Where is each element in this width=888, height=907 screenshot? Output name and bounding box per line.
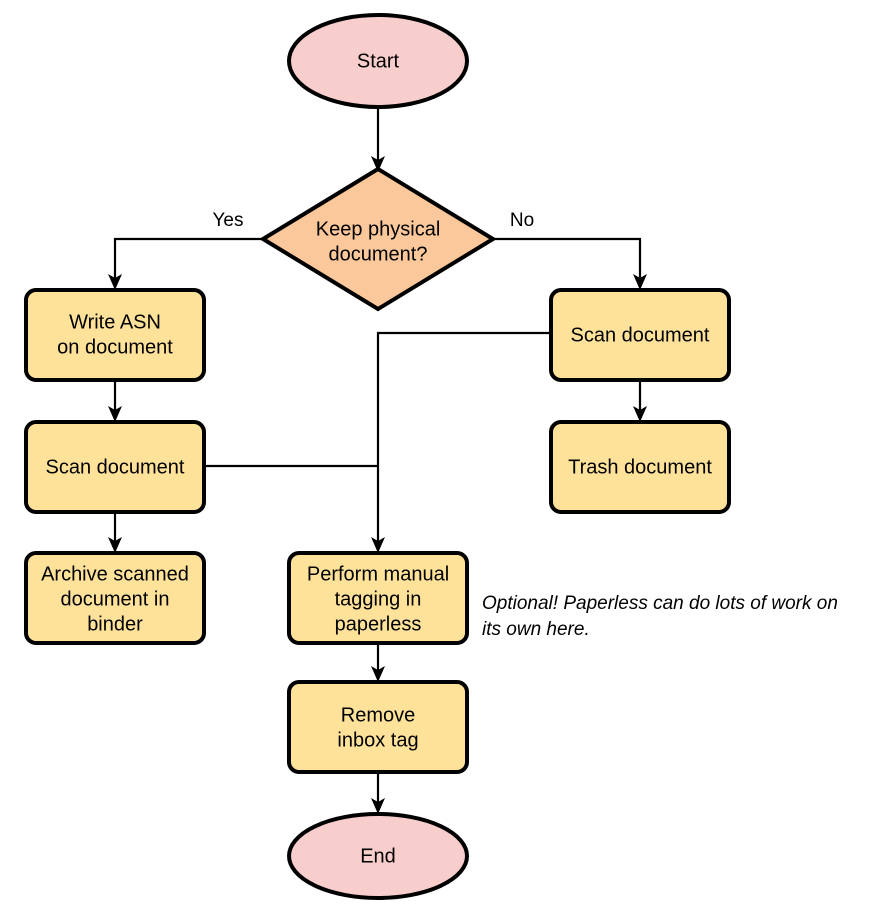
decision-diamond-shape[interactable] <box>259 166 497 312</box>
arrowhead-icon <box>371 798 385 814</box>
edge-line <box>493 237 642 278</box>
node-end[interactable]: End <box>287 812 469 900</box>
edge-write-asn-to-scan-left <box>108 380 122 422</box>
edge-line <box>376 331 551 541</box>
arrowhead-icon <box>633 274 647 290</box>
tagging-label-line2: tagging in <box>335 588 422 610</box>
edge-decision-no-to-scan-right: No <box>493 210 647 290</box>
remove-inbox-label-line1: Remove <box>341 704 415 726</box>
archive-label-line2: document in <box>61 588 170 610</box>
end-terminator-shape[interactable] <box>287 812 469 900</box>
node-scan-document-left[interactable]: Scan document <box>24 420 206 514</box>
node-perform-manual-tagging[interactable]: Perform manual tagging in paperless <box>287 551 469 645</box>
write-asn-box-shape[interactable] <box>24 288 206 382</box>
tagging-label-line1: Perform manual <box>307 563 449 585</box>
edge-scan-left-to-archive <box>108 512 122 553</box>
remove-inbox-label-line2: inbox tag <box>337 729 418 751</box>
archive-label-line1: Archive scanned <box>41 563 189 585</box>
node-decision-keep-physical-document[interactable]: Keep physical document? <box>259 166 497 312</box>
archive-box-shape[interactable] <box>24 551 206 645</box>
trash-label: Trash document <box>568 456 712 478</box>
edge-remove-inbox-to-end <box>371 772 385 814</box>
arrowhead-icon <box>371 156 385 172</box>
scan-right-label: Scan document <box>571 324 710 346</box>
edge-scan-right-to-trash <box>633 380 647 422</box>
scan-left-label: Scan document <box>46 456 185 478</box>
arrowhead-icon <box>108 274 122 290</box>
tagging-box-shape[interactable] <box>287 551 469 645</box>
edge-line <box>113 237 263 278</box>
trash-box-shape[interactable] <box>549 420 731 514</box>
optional-note-line2: its own here. <box>482 619 590 640</box>
archive-label-line3: binder <box>87 613 143 635</box>
node-start[interactable]: Start <box>287 13 469 109</box>
remove-inbox-box-shape[interactable] <box>287 680 469 774</box>
node-scan-document-right[interactable]: Scan document <box>549 288 731 382</box>
node-write-asn[interactable]: Write ASN on document <box>24 288 206 382</box>
scan-right-box-shape[interactable] <box>549 288 731 382</box>
scan-left-box-shape[interactable] <box>24 420 206 514</box>
node-remove-inbox-tag[interactable]: Remove inbox tag <box>287 680 469 774</box>
arrowhead-icon <box>633 406 647 422</box>
write-asn-label-line1: Write ASN <box>69 311 161 333</box>
node-archive-scanned-document[interactable]: Archive scanned document in binder <box>24 551 206 645</box>
end-label: End <box>360 845 396 867</box>
start-terminator-shape[interactable] <box>287 13 469 109</box>
node-trash-document[interactable]: Trash document <box>549 420 731 514</box>
edge-scan-right-to-tagging <box>371 331 551 553</box>
edge-decision-yes-to-write-asn: Yes <box>108 210 263 290</box>
optional-note-line1: Optional! Paperless can do lots of work … <box>482 593 838 614</box>
arrowhead-icon <box>108 406 122 422</box>
decision-label-line2: document? <box>329 243 428 265</box>
edge-tagging-to-remove-inbox <box>371 643 385 682</box>
edge-label-yes: Yes <box>213 210 244 231</box>
edge-start-to-decision <box>371 107 385 172</box>
arrowhead-icon <box>371 666 385 682</box>
annotation-optional-note: Optional! Paperless can do lots of work … <box>482 593 838 640</box>
tagging-label-line3: paperless <box>335 613 422 635</box>
write-asn-label-line2: on document <box>57 336 173 358</box>
arrowhead-icon <box>371 537 385 553</box>
decision-label-line1: Keep physical <box>316 218 441 240</box>
edge-label-no: No <box>510 210 534 231</box>
start-label: Start <box>357 50 400 72</box>
arrowhead-icon <box>108 537 122 553</box>
